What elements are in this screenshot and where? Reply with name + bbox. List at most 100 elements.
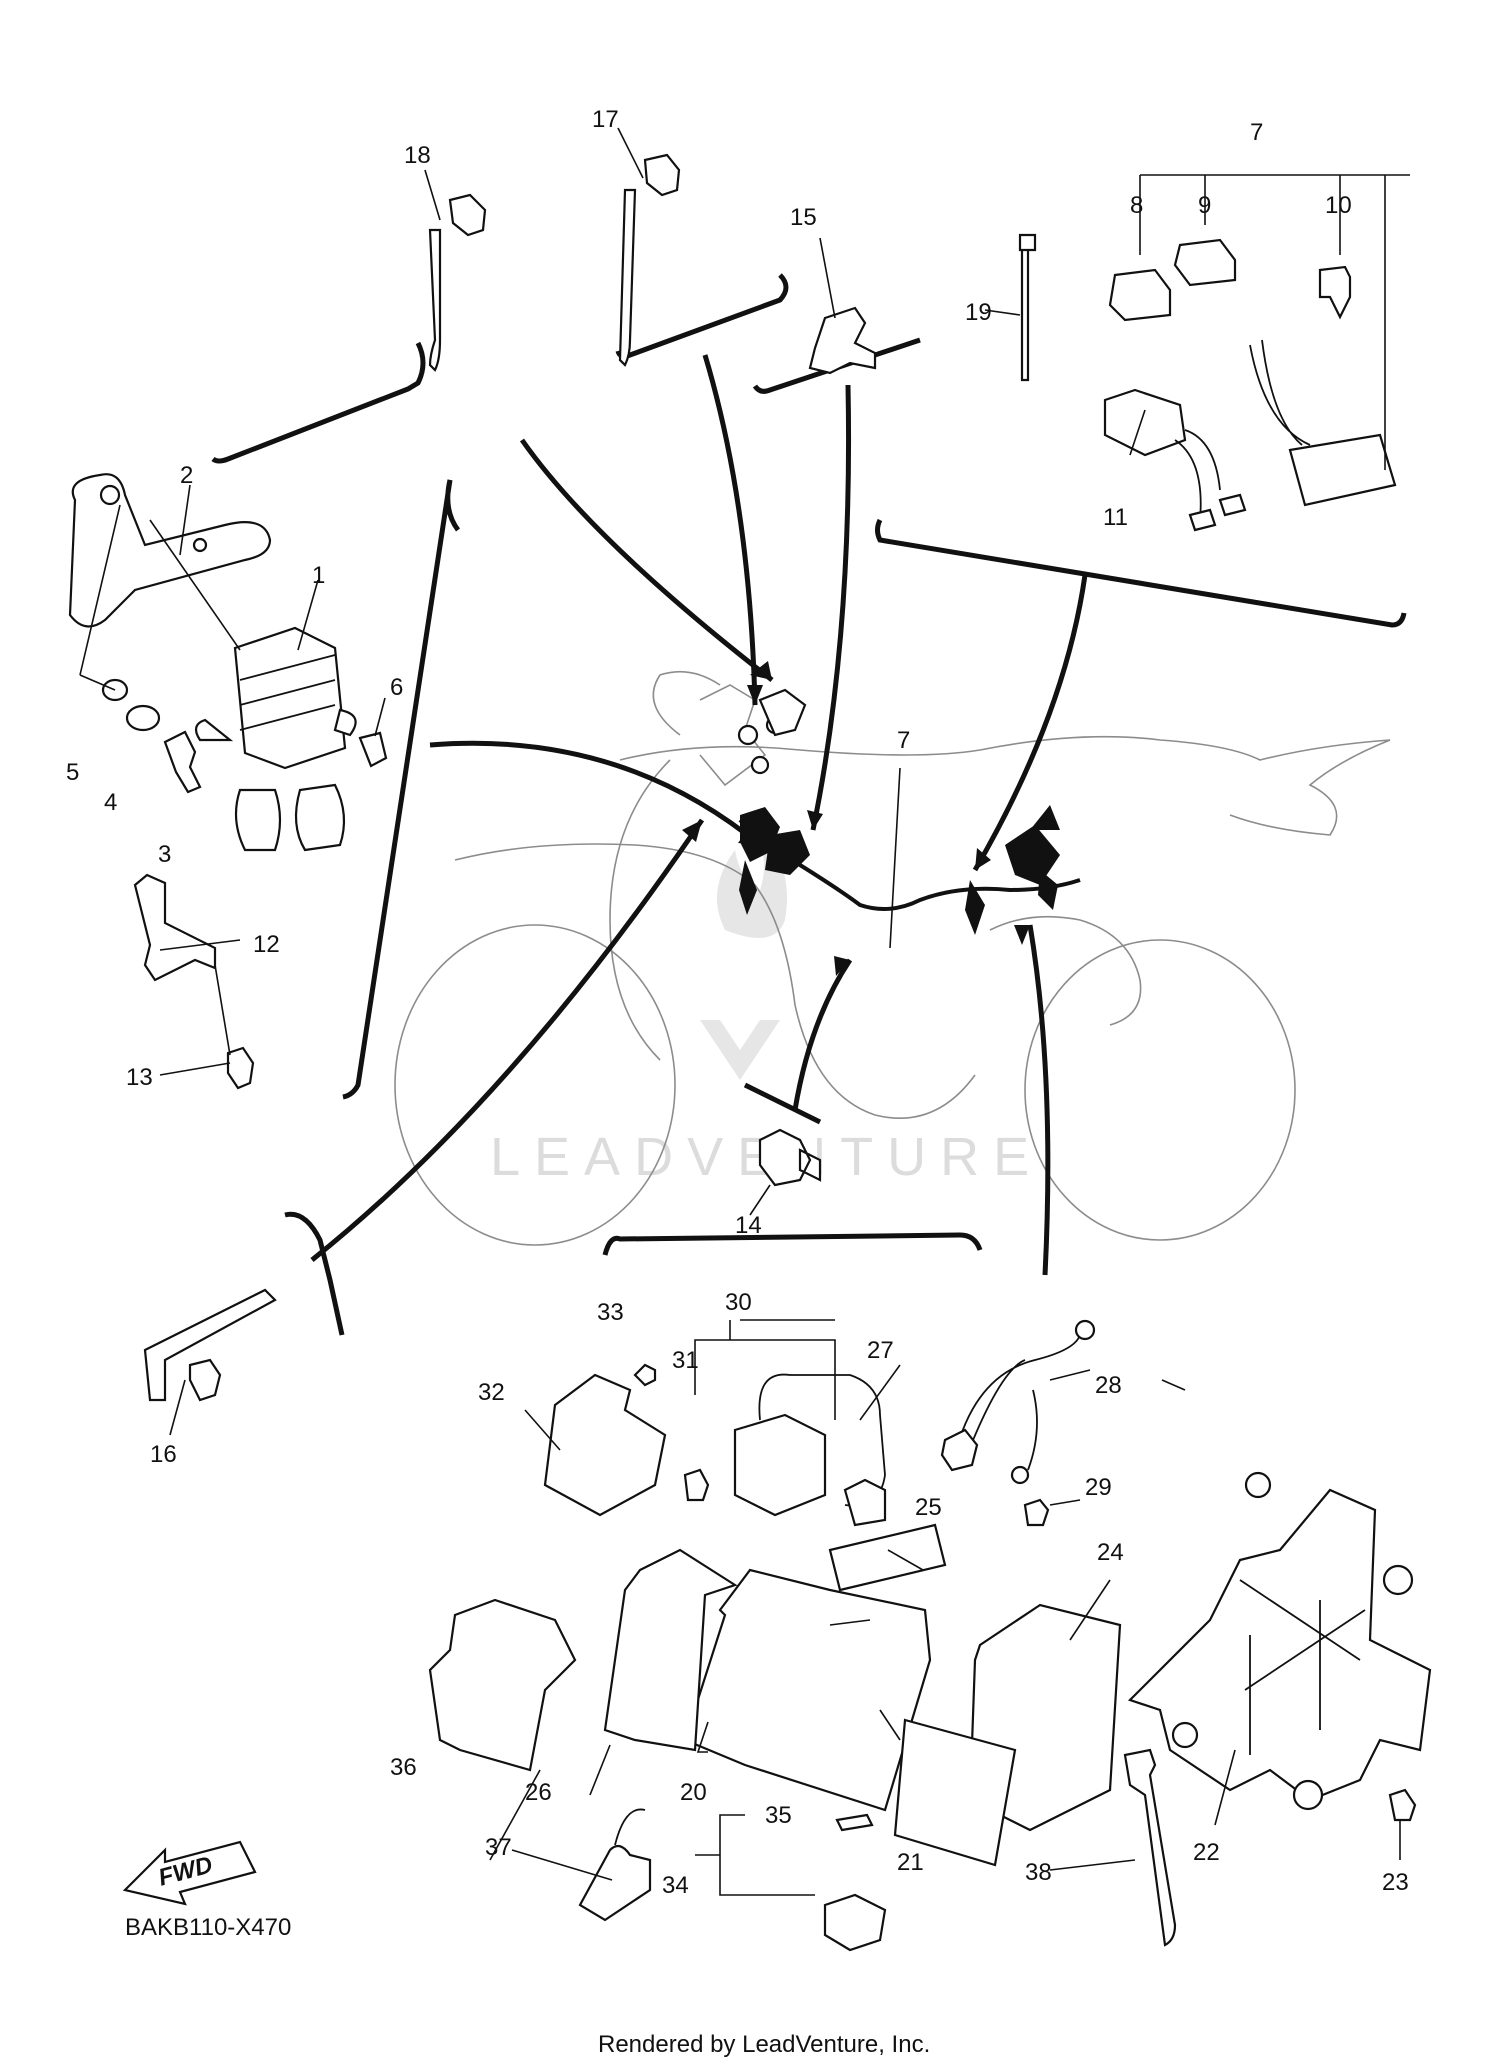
bolt-13 xyxy=(226,1046,255,1090)
headlight-area xyxy=(652,670,721,736)
cable-tie-18 xyxy=(428,193,487,372)
callout-1: 1 xyxy=(312,562,325,589)
bracket-1 xyxy=(342,479,461,1100)
callout-30: 30 xyxy=(725,1289,752,1316)
front-wheel xyxy=(394,924,676,1246)
arrow-14 xyxy=(792,958,853,1111)
callout-29: 29 xyxy=(1085,1474,1112,1501)
bracket-18 xyxy=(211,341,426,464)
callout-15: 15 xyxy=(790,204,817,231)
footer-credit: Rendered by LeadVenture, Inc. xyxy=(598,2031,930,2058)
washer-4 xyxy=(125,704,161,732)
coupler-28 xyxy=(940,1428,979,1472)
callout-32: 32 xyxy=(478,1379,505,1406)
callout-26: 26 xyxy=(525,1779,552,1806)
callout-21: 21 xyxy=(897,1849,924,1876)
bolt-23 xyxy=(1388,1788,1417,1822)
callout-19: 19 xyxy=(965,299,992,326)
callout-labels: 18 17 15 7 8 9 10 19 11 2 1 6 5 4 3 12 1… xyxy=(66,106,1409,1899)
callout-6: 6 xyxy=(390,674,403,701)
callout-13: 13 xyxy=(126,1064,153,1091)
arrow-1 xyxy=(429,740,762,847)
clamp-15 xyxy=(808,306,877,375)
battery-20 xyxy=(683,1568,932,1812)
radiator-shroud xyxy=(454,843,976,1119)
arrow-17 xyxy=(702,354,758,706)
callout-23: 23 xyxy=(1382,1869,1409,1896)
callout-leaders xyxy=(159,127,1401,1881)
callout-25: 25 xyxy=(915,1494,942,1521)
battery-box-22 xyxy=(1127,1488,1432,1802)
screw-33 xyxy=(633,1363,657,1387)
group-brackets xyxy=(211,273,1407,1336)
bracket-15 xyxy=(752,337,921,394)
cable-tie-19 xyxy=(1018,233,1037,382)
callout-27: 27 xyxy=(867,1337,894,1364)
bolt-29 xyxy=(1023,1498,1050,1527)
bracket-17 xyxy=(615,273,789,359)
callout-37: 37 xyxy=(485,1834,512,1861)
callout-2: 2 xyxy=(180,462,193,489)
relay-9 xyxy=(1173,238,1237,287)
regulator-assembly xyxy=(68,473,388,852)
cover-36 xyxy=(428,1598,577,1772)
callout-33: 33 xyxy=(597,1299,624,1326)
plate-25 xyxy=(828,1523,947,1592)
connector-34 xyxy=(823,1893,887,1952)
callout-10: 10 xyxy=(1325,192,1352,219)
callout-12: 12 xyxy=(253,931,280,958)
relay-cluster xyxy=(1103,174,1410,532)
ignitor-box xyxy=(1288,433,1397,507)
wire-harness xyxy=(737,688,1081,935)
cable-tie-17 xyxy=(618,153,681,367)
bracket-7 xyxy=(875,518,1407,628)
callout-22: 22 xyxy=(1193,1839,1220,1866)
arrow-7 xyxy=(972,574,1088,872)
callout-14: 14 xyxy=(735,1212,762,1239)
cable-tie-16 xyxy=(143,1288,277,1402)
callout-7-top: 7 xyxy=(1250,119,1263,146)
callout-28: 28 xyxy=(1095,1372,1122,1399)
fwd-indicator: FWD xyxy=(122,1840,257,1906)
bracket-12 xyxy=(133,873,217,982)
bracket-22 xyxy=(602,1232,983,1256)
holder-21 xyxy=(893,1718,1017,1867)
callout-8: 8 xyxy=(1130,192,1143,219)
callout-5: 5 xyxy=(66,759,79,786)
cable-tie-38 xyxy=(1123,1748,1177,1947)
sensor-37 xyxy=(578,1844,652,1922)
cable-ties-top xyxy=(428,153,1037,382)
band-26 xyxy=(603,1548,738,1752)
starter-relay-30 xyxy=(733,1413,827,1517)
relay-8 xyxy=(1108,268,1172,322)
callout-4: 4 xyxy=(104,789,117,816)
arrow-22 xyxy=(1027,924,1051,1276)
battery-cluster xyxy=(428,1319,1432,1952)
callout-18: 18 xyxy=(404,142,431,169)
callout-34: 34 xyxy=(662,1872,689,1899)
rear-frame xyxy=(989,915,1142,1026)
fwd-arrow-icon xyxy=(122,1840,257,1906)
callout-36: 36 xyxy=(390,1754,417,1781)
bracket-14 xyxy=(743,1082,822,1125)
fuse-10 xyxy=(1318,265,1352,320)
rear-wheel xyxy=(1024,939,1296,1241)
bolt-6 xyxy=(358,731,388,768)
callout-31: 31 xyxy=(672,1347,699,1374)
callout-24: 24 xyxy=(1097,1539,1124,1566)
bolt-14 xyxy=(758,1128,822,1187)
bracket-2 xyxy=(68,473,272,628)
clip-assembly xyxy=(133,873,255,1090)
arrow-18 xyxy=(519,438,774,682)
arrow-15 xyxy=(810,384,852,831)
callout-7-center: 7 xyxy=(897,727,910,754)
relay-32 xyxy=(543,1373,667,1517)
front-fender xyxy=(609,759,671,1061)
connector-11 xyxy=(1103,388,1187,457)
callout-38: 38 xyxy=(1025,1859,1052,1886)
fuse-35 xyxy=(835,1813,874,1832)
fuse-31 xyxy=(683,1468,710,1502)
callout-11: 11 xyxy=(1103,504,1128,531)
regulator-1 xyxy=(233,626,347,770)
